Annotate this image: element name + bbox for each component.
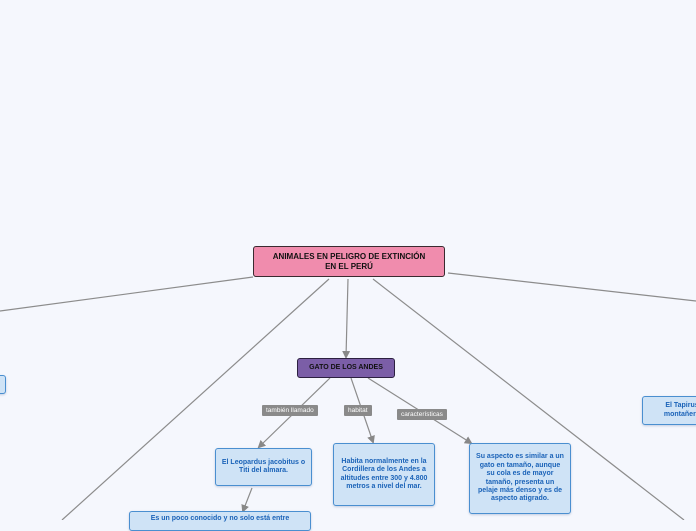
connector-root-left: [0, 276, 254, 312]
category-node-gato-andes[interactable]: GATO DE LOS ANDES: [297, 358, 395, 378]
link-label-also-called: también llamado: [262, 405, 318, 416]
connector-root-right: [447, 272, 696, 302]
root-node[interactable]: ANIMALES EN PELIGRO DE EXTINCIÓN EN EL P…: [253, 246, 445, 277]
connector-root-bottom-left: [61, 278, 330, 520]
leaf-node-features[interactable]: Su aspecto es similar a un gato en tamañ…: [469, 443, 571, 514]
link-label-habitat: habitat: [344, 405, 372, 416]
leaf-node-partial-left[interactable]: [0, 375, 6, 394]
link-label-features: características: [397, 409, 447, 420]
leaf-node-name[interactable]: El Leopardus jacobitus o Titi del almara…: [215, 448, 312, 486]
connector-root-bottom-right: [372, 278, 685, 520]
leaf-node-partial-bottom[interactable]: Es un poco conocido y no solo está entre: [129, 511, 311, 531]
leaf-node-habitat[interactable]: Habita normalmente en la Cordillera de l…: [333, 443, 435, 506]
leaf-node-tapir[interactable]: El Tapirus montañero: [642, 396, 696, 425]
connector-root-category: [342, 278, 351, 359]
connector-name-partial: [241, 487, 253, 513]
